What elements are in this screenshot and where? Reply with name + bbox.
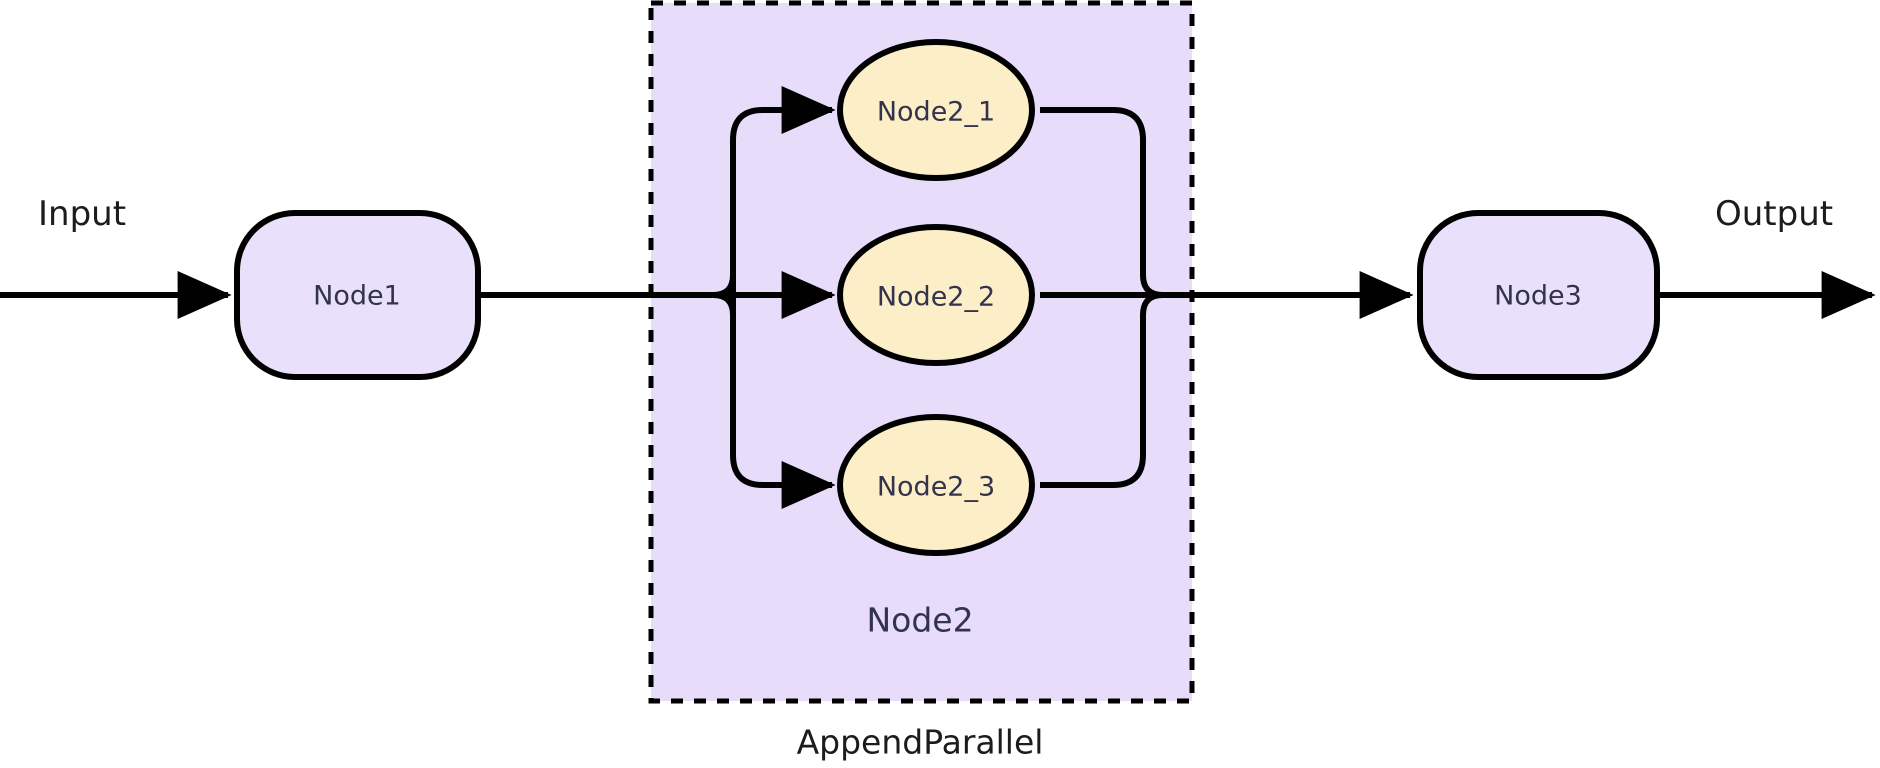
edge-split-to-node2_3 bbox=[730, 295, 836, 509]
edge-node2_3-to-merge bbox=[1040, 315, 1146, 488]
node2_2-label: Node2_2 bbox=[876, 281, 996, 313]
edge-node2_1-to-merge bbox=[1040, 107, 1146, 275]
node-node2_2[interactable] bbox=[837, 224, 1035, 366]
edge-split-to-node2_1 bbox=[729, 86, 836, 298]
node-node2_1[interactable] bbox=[837, 39, 1035, 181]
node2_1-label: Node2_1 bbox=[876, 96, 996, 128]
node-node3[interactable] bbox=[1417, 210, 1660, 380]
node-node1[interactable] bbox=[234, 210, 481, 380]
node2_3-label: Node2_3 bbox=[876, 471, 996, 503]
split-junction bbox=[700, 274, 736, 316]
node-node2_3[interactable] bbox=[837, 414, 1035, 556]
node1-label: Node1 bbox=[313, 280, 401, 312]
append-parallel-label: AppendParallel bbox=[796, 722, 1044, 762]
group-label-node2: Node2 bbox=[866, 600, 974, 640]
node3-label: Node3 bbox=[1494, 280, 1582, 312]
input-label: Input bbox=[38, 194, 127, 234]
output-label: Output bbox=[1715, 194, 1834, 234]
